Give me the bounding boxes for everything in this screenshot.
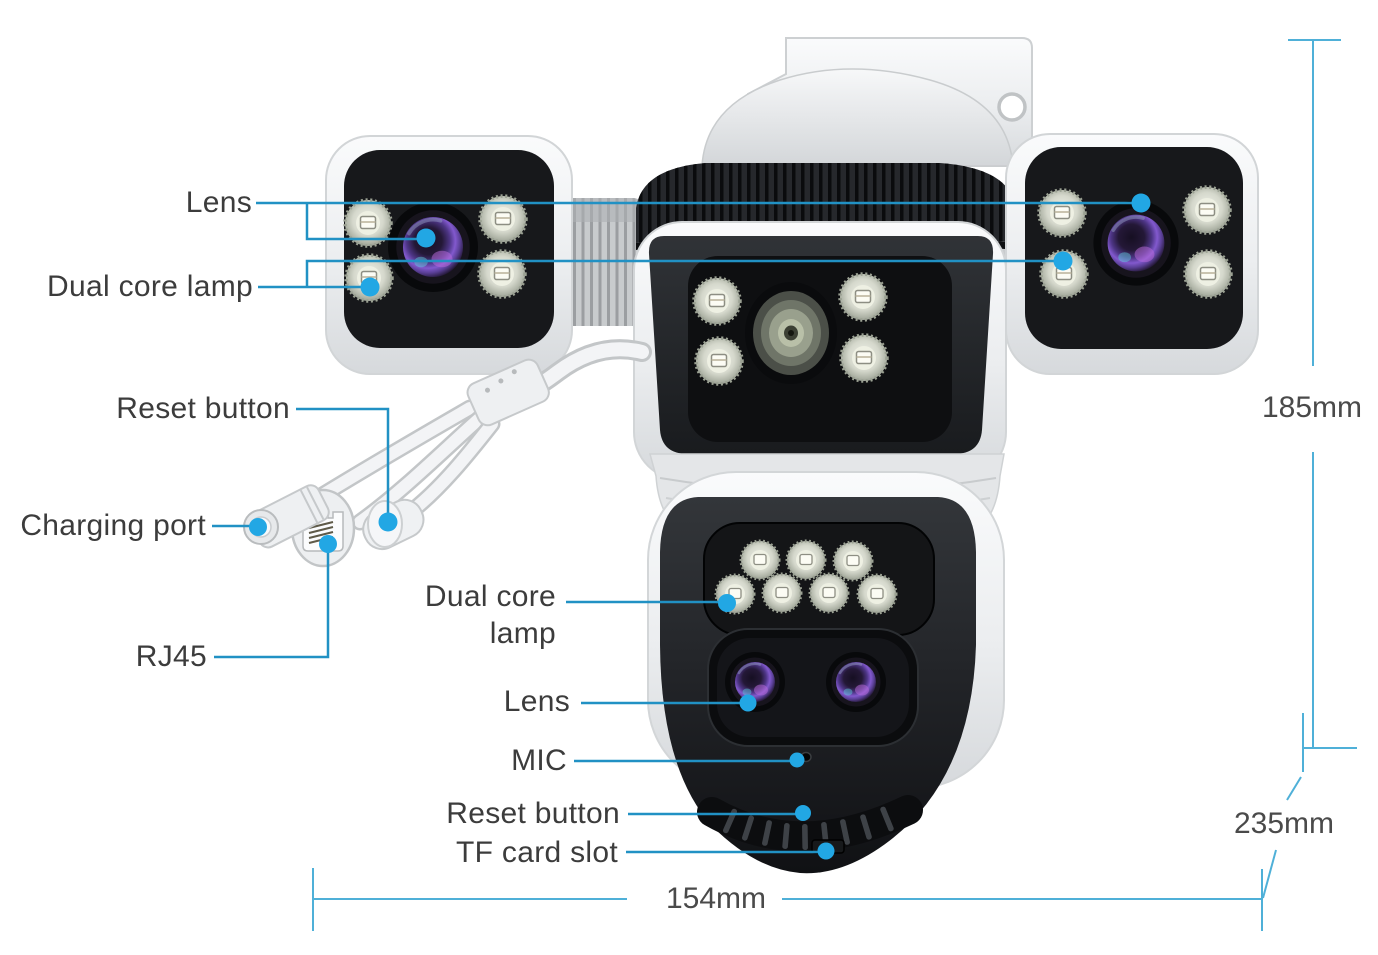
bottom-lens-right: [824, 650, 888, 714]
bottom-camera-head: [660, 497, 976, 874]
dimension-label-185mm: 185mm: [1262, 391, 1363, 424]
bottom-led-lamp: [856, 573, 898, 615]
dot-lens-left: [416, 228, 436, 248]
leader-lens-top-branch: [305, 203, 420, 241]
leader-rj45: [214, 552, 330, 659]
callout-label-lens-top: Lens: [185, 186, 252, 219]
dot-lens-right: [1131, 193, 1151, 213]
leader-reset-top: [296, 407, 390, 516]
callout-label-rj45: RJ45: [135, 640, 207, 673]
callout-dots: [249, 193, 1151, 860]
dimension-lines: [312, 39, 1357, 931]
right-camera: [1005, 133, 1259, 375]
cable-pigtail: [243, 339, 652, 568]
right-led-lamp: [1037, 188, 1087, 238]
bottom-led-lamp: [808, 572, 850, 614]
callout-label-reset-button-top: Reset button: [116, 392, 290, 425]
callout-label-dual-core-lamp-bottom: Dual core lamp: [424, 580, 556, 650]
callout-label-lens-bottom: Lens: [503, 685, 570, 718]
left-lens: [386, 200, 480, 294]
dot-charging-port: [249, 518, 267, 536]
center-lens: [745, 282, 837, 384]
dot-reset-top: [378, 512, 398, 532]
dot-reset-bottom: [795, 805, 811, 821]
dot-mic: [789, 752, 805, 768]
right-lens: [1091, 198, 1181, 288]
center-led-lamp: [838, 272, 888, 322]
callout-label-dual-core-lamp-top: Dual core lamp: [47, 270, 253, 303]
callout-label-tf-card-slot: TF card slot: [456, 836, 618, 869]
center-led-lamp: [692, 276, 742, 326]
dot-rj45: [319, 535, 337, 553]
bottom-led-lamp: [761, 572, 803, 614]
bottom-led-lamp: [739, 539, 781, 581]
bracket-screw-hole: [997, 92, 1027, 122]
callout-label-mic: MIC: [511, 744, 567, 777]
bottom-led-lamp: [785, 539, 827, 581]
callout-label-reset-button-bottom: Reset button: [446, 797, 620, 830]
dot-lamp-left: [360, 277, 380, 297]
dot-lamp-bottom: [718, 594, 736, 612]
dimension-label-235mm: 235mm: [1234, 807, 1335, 840]
right-led-lamp: [1182, 185, 1232, 235]
left-camera: [325, 135, 573, 375]
callout-label-charging-port: Charging port: [20, 509, 206, 542]
bottom-led-lamp: [832, 540, 874, 582]
mount-dome: [701, 68, 1014, 167]
dim-235-slant-upper: [1286, 776, 1302, 801]
dim-235-slant-lower: [1262, 849, 1277, 899]
dot-lens-bottom: [739, 694, 757, 712]
center-led-lamp: [839, 333, 889, 383]
dot-lamp-right: [1053, 251, 1073, 271]
leader-lines: [212, 201, 1136, 854]
center-led-lamp: [694, 336, 744, 386]
dot-tf-card: [817, 842, 835, 860]
center-camera-head: [633, 221, 1007, 481]
leader-lamp-top-branch: [305, 259, 1056, 287]
right-led-lamp: [1183, 249, 1233, 299]
dimension-label-154mm: 154mm: [666, 882, 767, 915]
left-led-lamp: [477, 249, 527, 299]
cable-splitter: [466, 358, 550, 427]
